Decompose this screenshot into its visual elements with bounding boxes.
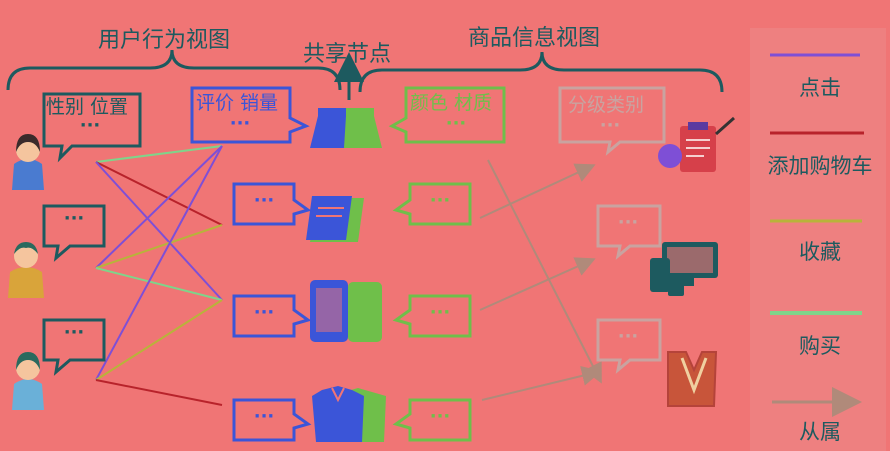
eval-sales-ellipsis: ··· xyxy=(229,113,251,134)
user-view-title: 用户行为视图 xyxy=(98,28,231,53)
eval-sales-label: 评价 销量 xyxy=(196,92,279,114)
legend-cart-label: 添加购物车 xyxy=(767,154,873,178)
tablet-icon xyxy=(310,280,382,342)
product-bubbles-green xyxy=(388,86,506,442)
user-male-icon xyxy=(8,242,44,298)
legend-belong-label: 从属 xyxy=(799,420,841,444)
item-3-ellipsis: ··· xyxy=(253,302,275,323)
product-3-ellipsis: ··· xyxy=(429,302,451,323)
user-bubble-3 xyxy=(42,318,106,376)
user-bubble-1 xyxy=(42,92,142,163)
skirt-icon xyxy=(310,108,382,148)
product-view-title: 商品信息视图 xyxy=(468,26,601,51)
user-attributes-ellipsis: ··· xyxy=(79,115,101,136)
legend-click-label: 点击 xyxy=(799,76,841,100)
computer-devices-icon xyxy=(650,242,718,296)
legend-fav-label: 收藏 xyxy=(799,240,841,264)
clipboard-icon xyxy=(658,116,735,172)
product-4-ellipsis: ··· xyxy=(429,406,451,427)
category-2-ellipsis: ··· xyxy=(617,212,639,233)
user-female-icon xyxy=(12,134,44,190)
classification-ellipsis: ··· xyxy=(599,115,621,136)
shirt-icon xyxy=(312,386,386,442)
color-material-ellipsis: ··· xyxy=(445,113,467,134)
user-bubble-2 xyxy=(42,204,106,262)
legend-panel xyxy=(750,28,886,451)
classification-label: 分级类别 xyxy=(568,94,645,116)
legend-buy-label: 购买 xyxy=(799,334,841,358)
item-2-ellipsis: ··· xyxy=(253,190,275,211)
shared-node-title: 共享节点 xyxy=(303,42,392,67)
user-2-ellipsis: ··· xyxy=(63,208,85,229)
category-3-ellipsis: ··· xyxy=(617,326,639,347)
book-icon xyxy=(306,196,364,242)
product-view-brace xyxy=(358,51,724,93)
category-edges xyxy=(479,159,602,401)
user-attributes-label: 性别 位置 xyxy=(46,96,129,118)
user-view-brace xyxy=(6,49,342,91)
user-female-icon xyxy=(12,352,44,410)
item-4-ellipsis: ··· xyxy=(253,406,275,427)
item-bubbles-blue xyxy=(190,86,312,442)
color-material-label: 颜色 材质 xyxy=(410,92,493,114)
vest-icon xyxy=(667,351,718,407)
product-2-ellipsis: ··· xyxy=(429,190,451,211)
user-item-edges xyxy=(95,145,223,406)
user-3-ellipsis: ··· xyxy=(63,322,85,343)
category-bubbles xyxy=(558,86,666,374)
